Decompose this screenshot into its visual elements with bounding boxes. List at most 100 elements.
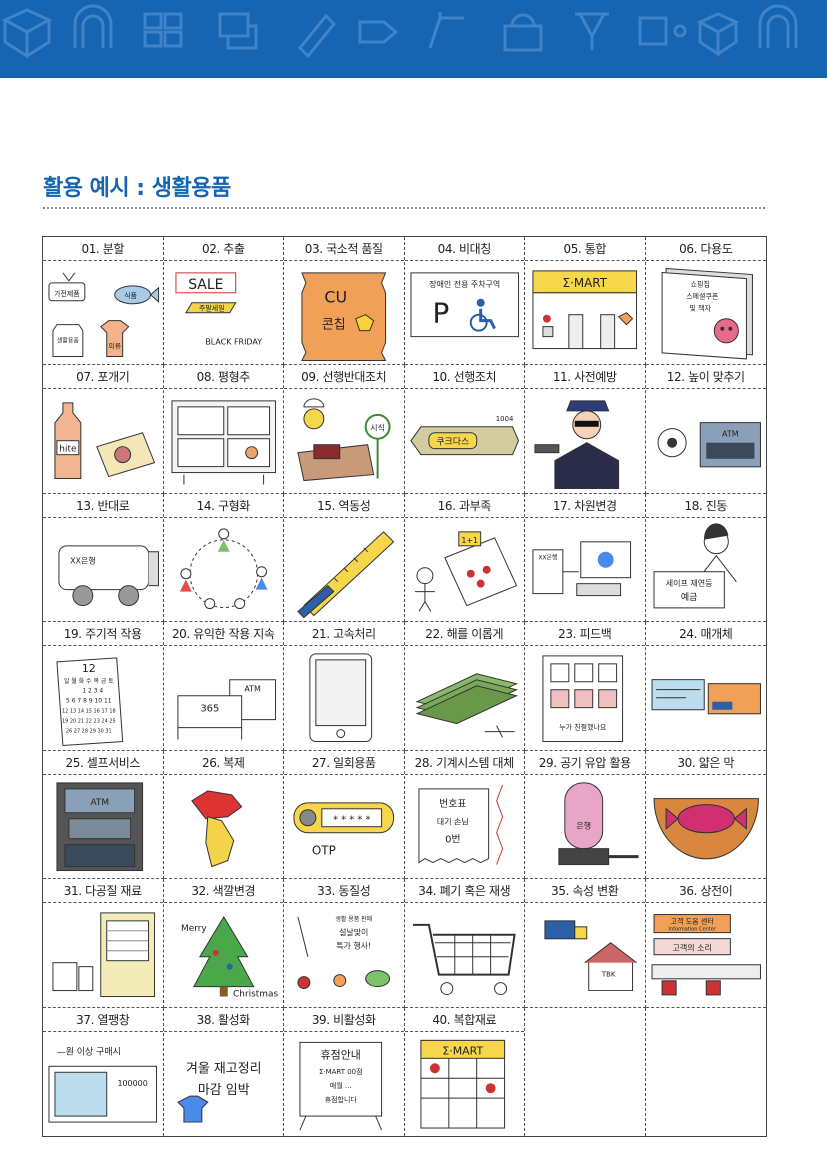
principle-label: 17. 차원변경 xyxy=(525,494,645,518)
svg-text:* * * * *: * * * * * xyxy=(333,814,371,825)
svg-text:가전제품: 가전제품 xyxy=(54,289,80,298)
principle-cell: 19. 주기적 작용 12 일 월 화 수 목 금 토 1 2 3 4 5 6 … xyxy=(43,622,164,751)
svg-text:시식: 시식 xyxy=(370,424,385,433)
principle-label: 21. 고속처리 xyxy=(284,622,404,647)
magazine-drawing: 쇼핑집 스페셜쿠폰 및 책자 xyxy=(646,261,767,364)
principle-label: 01. 분할 xyxy=(43,237,163,261)
shopping-cart-drawing xyxy=(405,903,525,1006)
christmas-tree-drawing: Merry Christmas xyxy=(164,903,284,1006)
principle-cell: 29. 공기 유압 활용 은행 xyxy=(525,750,646,880)
principle-cell: 23. 피드백 누가 친절했나요 xyxy=(525,622,646,751)
svg-text:hite: hite xyxy=(59,445,77,455)
principle-cell: 11. 사전예방 xyxy=(525,365,646,494)
principle-cell: 15. 역동성 xyxy=(284,493,405,623)
svg-text:휴점안내: 휴점안내 xyxy=(321,1048,361,1061)
svg-text:ATM: ATM xyxy=(722,430,739,439)
korea-map-drawing xyxy=(164,775,284,878)
pneumatic-tube-drawing: 은행 xyxy=(525,775,645,878)
principle-cell: 03. 국소적 품질 CU 콘칩 xyxy=(284,237,405,366)
empty-cell xyxy=(525,1007,646,1136)
principle-label: 22. 해를 이롭게 xyxy=(404,622,524,647)
otp-device-drawing: * * * * * OTP xyxy=(284,775,404,878)
principle-cell: 09. 선행반대조치 시식 xyxy=(284,365,405,494)
moving-truck-drawing: TBK xyxy=(525,903,645,1006)
svg-text:특가 행사!: 특가 행사! xyxy=(336,941,371,951)
principle-label: 27. 일회용품 xyxy=(284,751,404,775)
svg-text:생활 용품 판매: 생활 용품 판매 xyxy=(335,915,372,923)
principle-label: 33. 동질성 xyxy=(284,879,404,904)
candy-bowl-drawing xyxy=(646,775,767,878)
bank-cards-drawing xyxy=(646,646,767,749)
svg-text:고객 도움 센터: 고객 도움 센터 xyxy=(670,917,713,926)
page-title: 활용 예시 : 생활용품 xyxy=(43,176,231,201)
svg-text:Σ·MART: Σ·MART xyxy=(562,276,607,290)
principle-cell: 21. 고속처리 xyxy=(284,622,405,751)
atm-height-drawing: ATM xyxy=(646,389,767,492)
svg-text:12: 12 xyxy=(82,662,96,675)
cu-snack-bag-drawing: CU 콘칩 xyxy=(284,261,404,364)
svg-text:의류: 의류 xyxy=(108,342,121,351)
top-banner xyxy=(0,0,827,78)
principle-cell: 18. 진동 세이프 재연등 예금 xyxy=(645,494,766,623)
principle-cell: 34. 폐기 혹은 재생 xyxy=(404,879,525,1008)
disabled-parking-sign-drawing: 장애인 전용 주차구역 P xyxy=(405,261,525,364)
principle-cell: 33. 동질성 생활 용품 판매 설날맞이 특가 행사! xyxy=(284,879,405,1008)
sale-sign-drawing: SALE 주말세일 BLACK FRIDAY xyxy=(164,261,284,364)
svg-text:1+1: 1+1 xyxy=(461,536,478,545)
tablet-drawing xyxy=(284,646,404,749)
principle-cell: 38. 활성화 겨울 재고정리 마감 임박 xyxy=(163,1007,284,1136)
svg-text:0번: 0번 xyxy=(445,833,460,845)
svg-text:19 20 21 22 23 24 25: 19 20 21 22 23 24 25 xyxy=(62,719,116,725)
svg-text:5 6 7 8 9 10 11: 5 6 7 8 9 10 11 xyxy=(66,698,112,705)
principle-label: 26. 복제 xyxy=(163,751,283,775)
principle-label: 12. 높이 맞추기 xyxy=(645,365,766,390)
svg-text:CU: CU xyxy=(324,288,347,307)
principle-label: 32. 색깔변경 xyxy=(163,879,283,904)
principle-label: 30. 얇은 막 xyxy=(645,751,766,775)
svg-text:식품: 식품 xyxy=(124,291,137,300)
principle-label: 05. 통합 xyxy=(525,237,645,261)
principle-cell: 16. 과부족 1+1 xyxy=(404,493,525,623)
principle-cell: 32. 색깔변경 Merry Christmas xyxy=(163,879,284,1008)
principle-cell: 27. 일회용품 * * * * * OTP xyxy=(284,750,405,880)
principle-cell: 31. 다공질 재료 xyxy=(43,879,164,1008)
principle-label: 37. 열팽창 xyxy=(43,1008,163,1032)
banner-pattern xyxy=(1,4,798,59)
divided-products-drawing: 가전제품 식품 생활용품 의류 xyxy=(43,261,163,364)
principle-label: 36. 상전이 xyxy=(645,879,766,904)
svg-text:누가 친절했나요: 누가 친절했나요 xyxy=(559,723,607,732)
svg-text:365: 365 xyxy=(200,704,219,715)
svg-text:및 책자: 및 책자 xyxy=(689,304,711,313)
principle-label: 40. 복합재료 xyxy=(404,1008,524,1032)
principle-label: 13. 반대로 xyxy=(43,494,163,518)
svg-text:Christmas: Christmas xyxy=(233,990,278,1000)
svg-text:OTP: OTP xyxy=(312,843,336,857)
banknotes-drawing xyxy=(405,646,525,749)
candy-bar-drawing: 쿠크다스 1004 xyxy=(405,389,525,492)
svg-text:TBK: TBK xyxy=(601,971,616,979)
svg-text:1 2 3 4: 1 2 3 4 xyxy=(82,688,103,695)
svg-text:장애인 전용 주차구역: 장애인 전용 주차구역 xyxy=(429,279,500,289)
principle-cell: 26. 복제 xyxy=(163,750,284,880)
security-guard-drawing xyxy=(525,389,645,492)
svg-text:매월 ...: 매월 ... xyxy=(330,1081,352,1090)
svg-text:콘칩: 콘칩 xyxy=(322,318,346,333)
principle-label: 34. 폐기 혹은 재생 xyxy=(404,879,524,904)
svg-text:예금: 예금 xyxy=(680,592,697,603)
svg-text:ATM: ATM xyxy=(244,685,261,694)
principle-label: 02. 추출 xyxy=(163,237,283,261)
principle-cell: 28. 기계시스템 대체 번호표 대기 손님 0번 xyxy=(404,750,525,880)
title-divider xyxy=(43,207,765,209)
svg-text:SALE: SALE xyxy=(188,277,223,293)
principle-cell: 05. 통합 Σ·MART xyxy=(525,237,646,366)
people-circle-drawing xyxy=(164,518,284,621)
principle-label: 15. 역동성 xyxy=(284,494,404,518)
principle-cell: 30. 얇은 막 xyxy=(645,751,767,880)
svg-text:세이프 재연등: 세이프 재연등 xyxy=(665,578,712,588)
svg-text:쿠크다스: 쿠크다스 xyxy=(436,437,469,448)
principle-label: 07. 포개기 xyxy=(43,365,163,390)
svg-text:대기 손님: 대기 손님 xyxy=(436,817,468,826)
principle-label: 11. 사전예방 xyxy=(525,365,645,390)
principle-label: 16. 과부족 xyxy=(404,494,524,518)
principle-label: 18. 진동 xyxy=(645,494,766,518)
